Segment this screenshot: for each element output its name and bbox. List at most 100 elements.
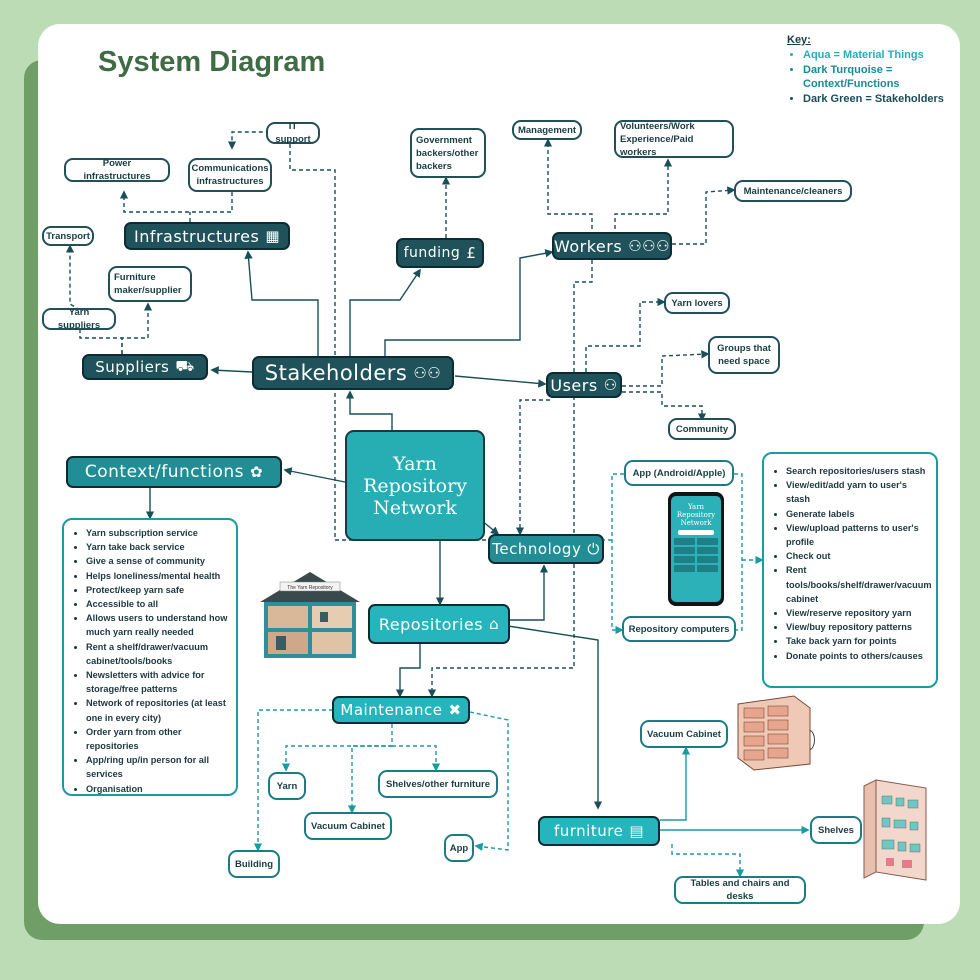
center-node-yarn-repository-network[interactable]: Yarn Repository Network	[345, 430, 485, 541]
leaf-transport[interactable]: Transport	[42, 226, 94, 246]
pound-icon: £	[466, 244, 477, 262]
power-icon: ⏻	[587, 540, 600, 558]
hub-maintenance[interactable]: Maintenance ✖	[332, 696, 470, 724]
center-line-1: Yarn	[393, 452, 437, 475]
hub-furniture[interactable]: furniture ▤	[538, 816, 660, 846]
tech-item: View/buy repository patterns	[786, 620, 928, 634]
key-item-dark-green: Dark Green = Stakeholders	[803, 92, 957, 106]
leaf-community[interactable]: Community	[668, 418, 736, 440]
hub-funding-label: funding	[403, 245, 461, 261]
leaf-maintenance-cleaners[interactable]: Maintenance/cleaners	[734, 180, 852, 202]
context-item: Helps loneliness/mental health	[86, 569, 228, 583]
leaf-power-infrastructures[interactable]: Power infrastructures	[64, 158, 170, 182]
leaf-management[interactable]: Management	[512, 120, 582, 140]
tech-item: Search repositories/users stash	[786, 464, 928, 478]
key-heading: Key:	[787, 34, 811, 46]
context-item: Allows users to understand how much yarn…	[86, 611, 228, 639]
context-item: Protect/keep yarn safe	[86, 583, 228, 597]
leaf-building[interactable]: Building	[228, 850, 280, 878]
hub-technology-label: Technology	[492, 540, 582, 558]
phone-search-bar	[678, 530, 714, 535]
leaf-vacuum-cabinet-maintenance[interactable]: Vacuum Cabinet	[304, 812, 392, 840]
context-item: Newsletters with advice for storage/free…	[86, 668, 228, 696]
context-item: App/ring up/in person for all services	[86, 753, 228, 781]
hub-users-label: Users	[550, 375, 598, 395]
people-icon: ⚇⚇	[413, 364, 442, 382]
leaf-groups-need-space[interactable]: Groups that need space	[708, 336, 780, 374]
leaf-yarn[interactable]: Yarn	[268, 772, 306, 800]
hub-stakeholders-label: Stakeholders	[264, 361, 408, 385]
drawers-icon: ▤	[629, 822, 644, 840]
tech-item: Donate points to others/causes	[786, 649, 928, 663]
leaf-app-android-apple[interactable]: App (Android/Apple)	[624, 460, 734, 486]
hub-workers-label: Workers	[553, 236, 623, 256]
leaf-vacuum-cabinet-furniture[interactable]: Vacuum Cabinet	[640, 720, 728, 748]
vacuum-cabinet-drawing	[737, 695, 815, 771]
leaf-volunteers-workers[interactable]: Volunteers/Work Experience/Paid workers	[614, 120, 734, 158]
truck-icon: ⛟	[175, 357, 195, 375]
leaf-yarn-suppliers[interactable]: Yarn suppliers	[42, 307, 116, 331]
key-item-aqua: Aqua = Material Things	[803, 48, 957, 62]
technology-features-list: Search repositories/users stashView/edit…	[762, 452, 938, 688]
line-stake-funding	[349, 268, 421, 356]
line-center-context	[283, 467, 346, 483]
context-item: Order yarn from other repositories	[86, 725, 228, 753]
hub-maintenance-label: Maintenance	[340, 701, 443, 719]
context-item: Give a sense of community	[86, 554, 228, 568]
hub-infrastructures-label: Infrastructures	[133, 226, 260, 246]
hub-technology[interactable]: Technology ⏻	[488, 534, 604, 564]
color-key: Key: Aqua = Material Things Dark Turquoi…	[787, 34, 957, 107]
leaf-yarn-lovers[interactable]: Yarn lovers	[664, 292, 730, 314]
phone-title: Yarn Repository Network	[677, 503, 715, 527]
house-icon: ⌂	[489, 615, 500, 633]
context-item: Organisation	[86, 782, 228, 796]
tech-item: View/edit/add yarn to user's stash	[786, 478, 928, 506]
center-line-2: Repository	[363, 474, 467, 497]
hub-users[interactable]: Users ⚇	[546, 372, 622, 398]
group-icon: ⚇⚇⚇	[628, 237, 671, 255]
line-repos-furniture	[507, 625, 603, 810]
leaf-shelves-other-furniture[interactable]: Shelves/other furniture	[378, 770, 498, 798]
phone-title-line-2: Repository	[676, 511, 716, 519]
leaf-app[interactable]: App	[444, 834, 474, 862]
context-item: Network of repositories (at least one in…	[86, 696, 228, 724]
line-stake-workers	[384, 249, 554, 356]
tech-item: Check out	[786, 549, 928, 563]
hub-context-functions[interactable]: Context/functions✿	[66, 456, 282, 488]
leaf-shelves[interactable]: Shelves	[810, 816, 862, 844]
tech-item: View/upload patterns to user's profile	[786, 521, 928, 549]
tools-icon: ✖	[448, 701, 462, 719]
hub-infrastructures[interactable]: Infrastructures▦	[124, 222, 290, 250]
hub-funding[interactable]: funding £	[396, 238, 484, 268]
center-line-3: Network	[373, 496, 457, 519]
hub-suppliers[interactable]: Suppliers ⛟	[82, 354, 208, 380]
phone-screen: Yarn Repository Network	[671, 496, 721, 602]
hub-workers[interactable]: Workers ⚇⚇⚇	[552, 232, 672, 260]
context-item: Yarn take back service	[86, 540, 228, 554]
leaf-furniture-maker[interactable]: Furniture maker/supplier	[108, 266, 192, 302]
phone-app-mockup: Yarn Repository Network	[668, 492, 724, 606]
line-stake-users	[454, 375, 547, 388]
tech-item: Rent tools/books/shelf/drawer/vacuum cab…	[786, 563, 932, 606]
line-stake-infra	[244, 250, 319, 356]
page-title: System Diagram	[98, 46, 326, 78]
hub-furniture-label: furniture	[553, 822, 624, 840]
leaf-tables-chairs-desks[interactable]: Tables and chairs and desks	[674, 876, 806, 904]
leaf-communications-infrastructures[interactable]: Communications infrastructures	[188, 158, 272, 192]
context-item: Rent a shelf/drawer/vacuum cabinet/tools…	[86, 640, 228, 668]
leaf-government-backers[interactable]: Government backers/other backers	[410, 128, 486, 178]
leaf-repository-computers[interactable]: Repository computers	[622, 616, 736, 642]
tech-item: Generate labels	[786, 507, 928, 521]
hub-suppliers-label: Suppliers	[95, 358, 170, 376]
leaf-it-support[interactable]: IT support	[266, 121, 320, 145]
phone-title-line-3: Network	[680, 519, 712, 527]
hub-stakeholders[interactable]: Stakeholders ⚇⚇	[252, 356, 454, 390]
user-icon: ⚇	[603, 376, 618, 394]
context-item: Yarn subscription service	[86, 526, 228, 540]
line-repos-maint	[395, 644, 421, 698]
tech-item: Take back yarn for points	[786, 634, 928, 648]
hub-repositories[interactable]: Repositories⌂	[368, 604, 510, 644]
dollhouse-illustration: The Yarn Repository	[260, 572, 360, 658]
phone-menu-grid	[674, 538, 718, 572]
context-functions-list: Yarn subscription serviceYarn take back …	[62, 518, 238, 796]
